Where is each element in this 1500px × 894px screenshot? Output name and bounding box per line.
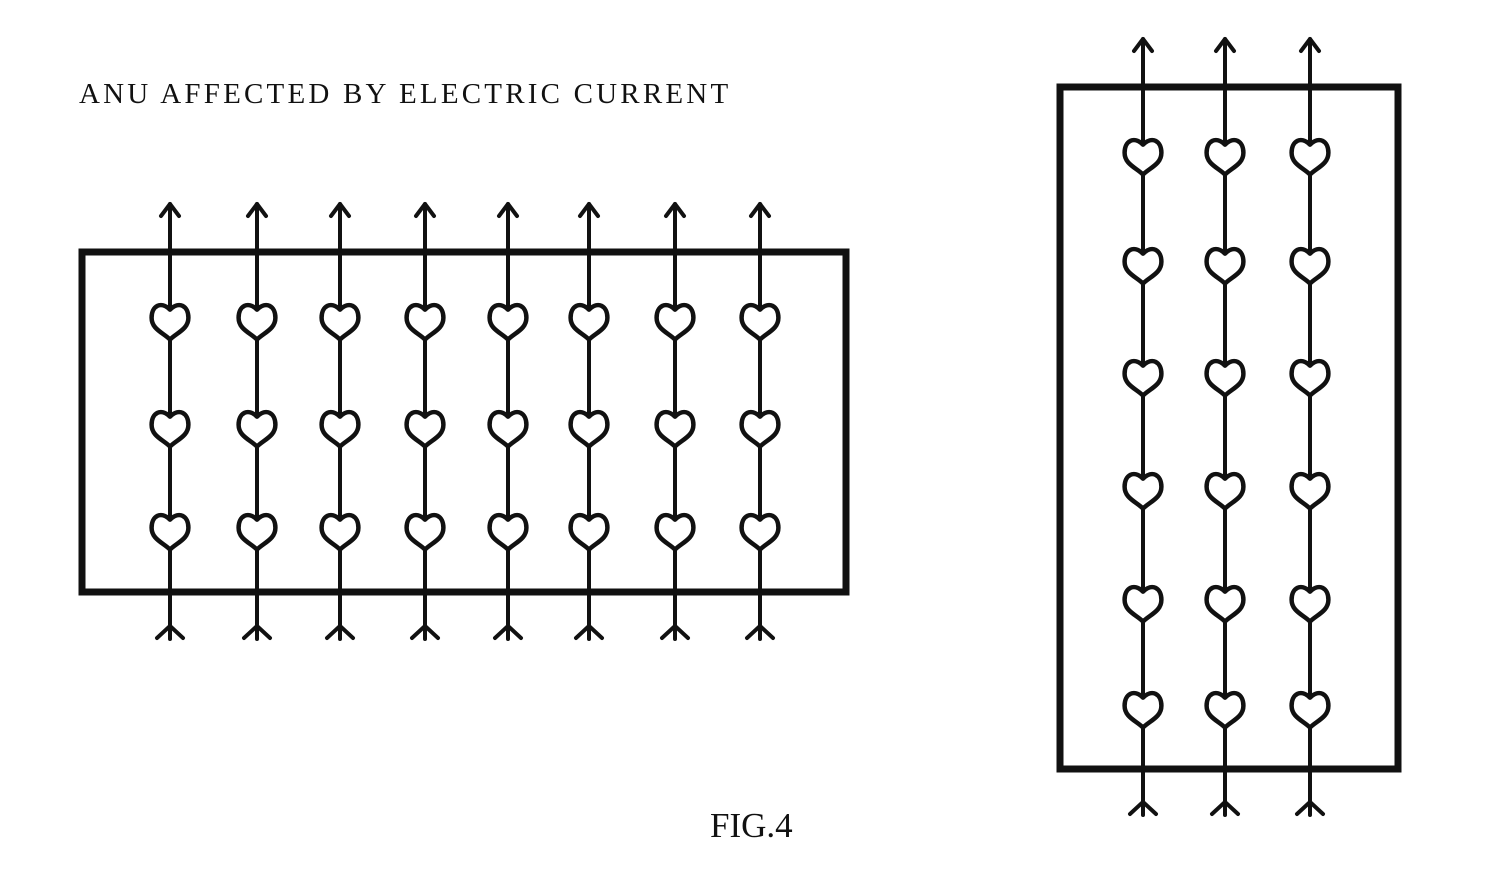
horizontal-column-7-anu-2 xyxy=(654,409,696,449)
horizontal-column-6-anu-1 xyxy=(568,302,610,342)
vertical-column-3-anu-5 xyxy=(1289,584,1331,624)
vertical-column-3-anu-6 xyxy=(1289,690,1331,730)
horizontal-column-7-arrow-head xyxy=(664,202,686,218)
horizontal-column-1-arrow-head xyxy=(159,202,181,218)
vertical-column-2-anu-4 xyxy=(1204,471,1246,511)
horizontal-column-5-arrow-head xyxy=(497,202,519,218)
vertical-block-frame xyxy=(1056,83,1402,773)
vertical-column-2-anu-2 xyxy=(1204,246,1246,286)
horizontal-column-3-anu-3 xyxy=(319,512,361,552)
vertical-column-3-arrow-head xyxy=(1299,37,1321,53)
horizontal-column-8-anu-3 xyxy=(739,512,781,552)
horizontal-column-2-arrow-head xyxy=(246,202,268,218)
vertical-column-1-anu-6 xyxy=(1122,690,1164,730)
vertical-column-2-arrow-tail xyxy=(1210,800,1240,817)
vertical-column-1-arrow-head xyxy=(1132,37,1154,53)
horizontal-column-5-anu-3 xyxy=(487,512,529,552)
horizontal-column-4-anu-1 xyxy=(404,302,446,342)
horizontal-column-8-arrow-head xyxy=(749,202,771,218)
horizontal-column-1-anu-2 xyxy=(149,409,191,449)
horizontal-column-4-arrow-tail xyxy=(410,624,440,641)
horizontal-column-2-anu-2 xyxy=(236,409,278,449)
horizontal-column-5-anu-2 xyxy=(487,409,529,449)
vertical-column-1-arrow-tail xyxy=(1128,800,1158,817)
horizontal-column-2-anu-3 xyxy=(236,512,278,552)
vertical-column-1-anu-1 xyxy=(1122,137,1164,177)
diagram-title: ANU AFFECTED BY ELECTRIC CURRENT xyxy=(79,78,732,110)
vertical-column-1-anu-5 xyxy=(1122,584,1164,624)
horizontal-column-3-arrow-tail xyxy=(325,624,355,641)
horizontal-column-6-arrow-tail xyxy=(574,624,604,641)
horizontal-column-6-anu-2 xyxy=(568,409,610,449)
horizontal-column-7-anu-1 xyxy=(654,302,696,342)
horizontal-column-6-anu-3 xyxy=(568,512,610,552)
figure-label: FIG.4 xyxy=(710,806,793,845)
horizontal-column-2-anu-1 xyxy=(236,302,278,342)
horizontal-column-5-anu-1 xyxy=(487,302,529,342)
horizontal-column-4-anu-3 xyxy=(404,512,446,552)
horizontal-column-8-anu-1 xyxy=(739,302,781,342)
vertical-column-2-anu-6 xyxy=(1204,690,1246,730)
horizontal-column-3-anu-2 xyxy=(319,409,361,449)
vertical-column-3-arrow-tail xyxy=(1295,800,1325,817)
vertical-column-3-anu-4 xyxy=(1289,471,1331,511)
vertical-column-2-arrow-head xyxy=(1214,37,1236,53)
horizontal-column-1-anu-3 xyxy=(149,512,191,552)
vertical-column-2-anu-1 xyxy=(1204,137,1246,177)
vertical-column-1-anu-4 xyxy=(1122,471,1164,511)
vertical-column-2-anu-3 xyxy=(1204,358,1246,398)
horizontal-column-7-arrow-tail xyxy=(660,624,690,641)
vertical-column-3-anu-3 xyxy=(1289,358,1331,398)
horizontal-column-5-arrow-tail xyxy=(493,624,523,641)
horizontal-column-6-arrow-head xyxy=(578,202,600,218)
vertical-column-1-anu-3 xyxy=(1122,358,1164,398)
horizontal-column-4-anu-2 xyxy=(404,409,446,449)
horizontal-block-frame xyxy=(78,248,850,596)
vertical-column-1-anu-2 xyxy=(1122,246,1164,286)
horizontal-column-1-anu-1 xyxy=(149,302,191,342)
horizontal-column-1-arrow-tail xyxy=(155,624,185,641)
horizontal-column-8-anu-2 xyxy=(739,409,781,449)
vertical-column-3-anu-2 xyxy=(1289,246,1331,286)
horizontal-column-3-arrow-head xyxy=(329,202,351,218)
horizontal-column-4-arrow-head xyxy=(414,202,436,218)
horizontal-column-7-anu-3 xyxy=(654,512,696,552)
vertical-column-3-anu-1 xyxy=(1289,137,1331,177)
horizontal-column-3-anu-1 xyxy=(319,302,361,342)
horizontal-column-8-arrow-tail xyxy=(745,624,775,641)
vertical-column-2-anu-5 xyxy=(1204,584,1246,624)
horizontal-column-2-arrow-tail xyxy=(242,624,272,641)
